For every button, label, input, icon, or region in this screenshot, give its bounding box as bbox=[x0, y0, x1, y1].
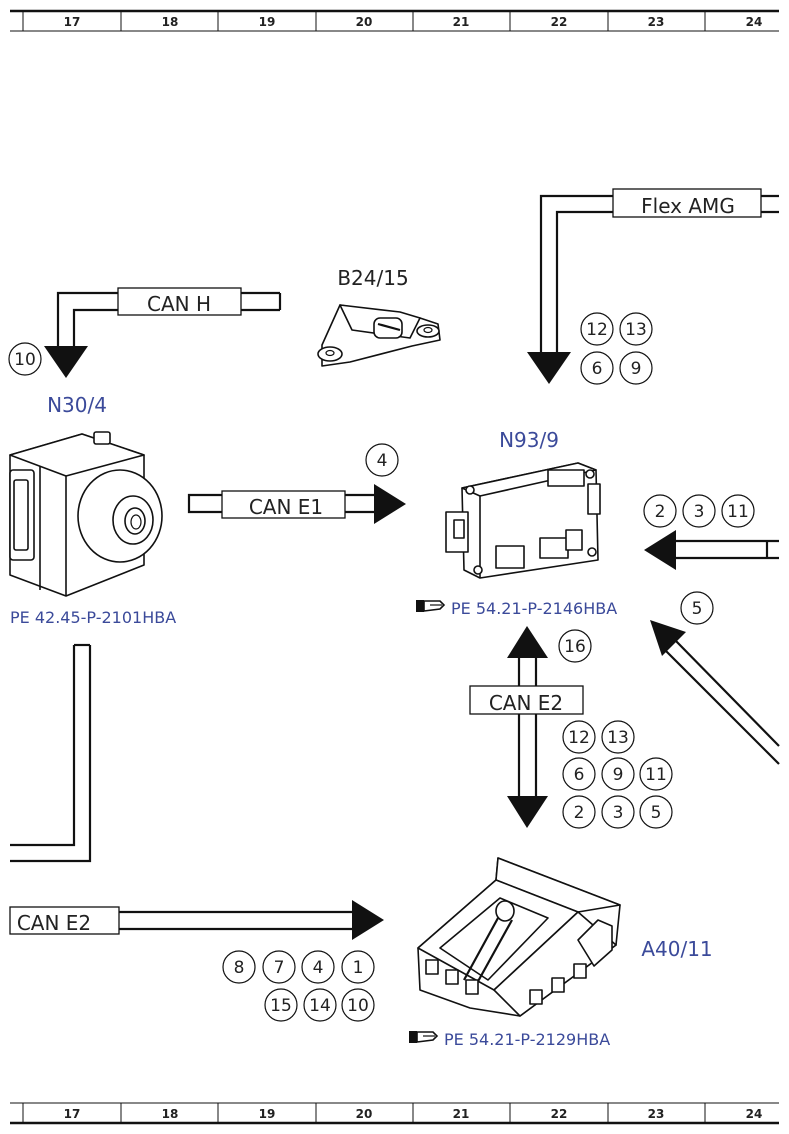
badge-14: 14 bbox=[309, 996, 331, 1016]
badge-3: 3 bbox=[694, 502, 705, 522]
col-21: 21 bbox=[453, 1107, 470, 1121]
badge-2: 2 bbox=[655, 502, 666, 522]
arrow-left-icon bbox=[644, 530, 676, 570]
arrow-up-icon bbox=[507, 626, 548, 658]
col-20: 20 bbox=[356, 1107, 373, 1121]
n93-9-ref: PE 54.21-P-2146HBA bbox=[416, 599, 617, 618]
flex-amg-label: Flex AMG bbox=[641, 194, 735, 218]
bottom-column-ruler: 17 18 19 20 21 22 23 24 bbox=[10, 1102, 779, 1125]
a40-11-unit: A40/11 bbox=[417, 857, 713, 1017]
can-h-label: CAN H bbox=[147, 292, 211, 316]
n30-4-unit: N30/4 bbox=[9, 393, 163, 597]
n30-4-label: N30/4 bbox=[47, 393, 107, 417]
col-17: 17 bbox=[64, 1107, 81, 1121]
a40-11-label: A40/11 bbox=[641, 937, 712, 961]
arrow-down-icon bbox=[527, 352, 571, 384]
a40-11-ref: PE 54.21-P-2129HBA bbox=[409, 1030, 610, 1049]
col-24: 24 bbox=[746, 1107, 763, 1121]
left-routing-line bbox=[10, 643, 92, 863]
can-e1-line: CAN E1 bbox=[187, 484, 406, 524]
badge-15: 15 bbox=[270, 996, 292, 1016]
badge-6: 6 bbox=[574, 765, 585, 785]
badge-5: 5 bbox=[651, 803, 662, 823]
a40-11-ref-text: PE 54.21-P-2129HBA bbox=[444, 1030, 610, 1049]
badge-10: 10 bbox=[14, 350, 36, 370]
arrow-right-icon bbox=[374, 484, 406, 524]
badge-16: 16 bbox=[564, 637, 586, 657]
badge-2: 2 bbox=[574, 803, 585, 823]
badges: 10 12 13 6 9 4 2 3 11 5 16 12 13 6 9 11 … bbox=[8, 312, 755, 1022]
can-e2-vertical-line: CAN E2 bbox=[469, 626, 584, 828]
arrow-right-icon bbox=[352, 900, 384, 940]
badge-10: 10 bbox=[347, 996, 369, 1016]
badge-12: 12 bbox=[568, 728, 590, 748]
badge-5: 5 bbox=[692, 599, 703, 619]
can-e2-label: CAN E2 bbox=[489, 691, 563, 715]
col-23: 23 bbox=[648, 1107, 665, 1121]
pointing-hand-icon bbox=[416, 600, 446, 612]
arrow-down-icon bbox=[44, 346, 88, 378]
col-21: 21 bbox=[453, 15, 470, 29]
col-23: 23 bbox=[648, 15, 665, 29]
n93-9-label: N93/9 bbox=[499, 428, 559, 452]
arrow-down-icon bbox=[507, 796, 548, 828]
flex-amg-line: Flex AMG bbox=[527, 188, 779, 384]
can-e2-left-label: CAN E2 bbox=[17, 911, 91, 935]
badge-1: 1 bbox=[353, 958, 364, 978]
badge-12: 12 bbox=[586, 320, 608, 340]
badge-11: 11 bbox=[727, 502, 749, 522]
right-input-line bbox=[644, 530, 779, 570]
n30-4-ref-text: PE 42.45-P-2101HBA bbox=[10, 608, 176, 627]
badge-4: 4 bbox=[313, 958, 324, 978]
col-17: 17 bbox=[64, 15, 81, 29]
badge-7: 7 bbox=[274, 958, 285, 978]
arrow-up-left-icon bbox=[650, 620, 686, 656]
b24-15-label: B24/15 bbox=[337, 266, 408, 290]
col-19: 19 bbox=[259, 15, 276, 29]
col-22: 22 bbox=[551, 15, 568, 29]
pointing-hand-icon bbox=[409, 1031, 439, 1043]
col-18: 18 bbox=[162, 15, 179, 29]
b24-15-sensor: B24/15 bbox=[317, 266, 441, 367]
badge-6: 6 bbox=[592, 359, 603, 379]
badge-13: 13 bbox=[607, 728, 629, 748]
can-e2-horizontal-line: CAN E2 bbox=[9, 900, 384, 940]
can-h-line: CAN H bbox=[44, 287, 282, 378]
diagonal-input-line bbox=[650, 620, 780, 765]
n30-4-ref: PE 42.45-P-2101HBA bbox=[10, 608, 176, 627]
col-20: 20 bbox=[356, 15, 373, 29]
badge-11: 11 bbox=[645, 765, 667, 785]
top-column-ruler: 17 18 19 20 21 22 23 24 bbox=[10, 9, 779, 32]
badge-4: 4 bbox=[377, 451, 388, 471]
col-24: 24 bbox=[746, 15, 763, 29]
badge-9: 9 bbox=[613, 765, 624, 785]
badge-8: 8 bbox=[234, 958, 245, 978]
col-18: 18 bbox=[162, 1107, 179, 1121]
badge-3: 3 bbox=[613, 803, 624, 823]
col-19: 19 bbox=[259, 1107, 276, 1121]
badge-13: 13 bbox=[625, 320, 647, 340]
col-22: 22 bbox=[551, 1107, 568, 1121]
n93-9-ref-text: PE 54.21-P-2146HBA bbox=[451, 599, 617, 618]
badge-9: 9 bbox=[631, 359, 642, 379]
can-e1-label: CAN E1 bbox=[249, 495, 323, 519]
n93-9-unit: N93/9 bbox=[445, 428, 601, 579]
